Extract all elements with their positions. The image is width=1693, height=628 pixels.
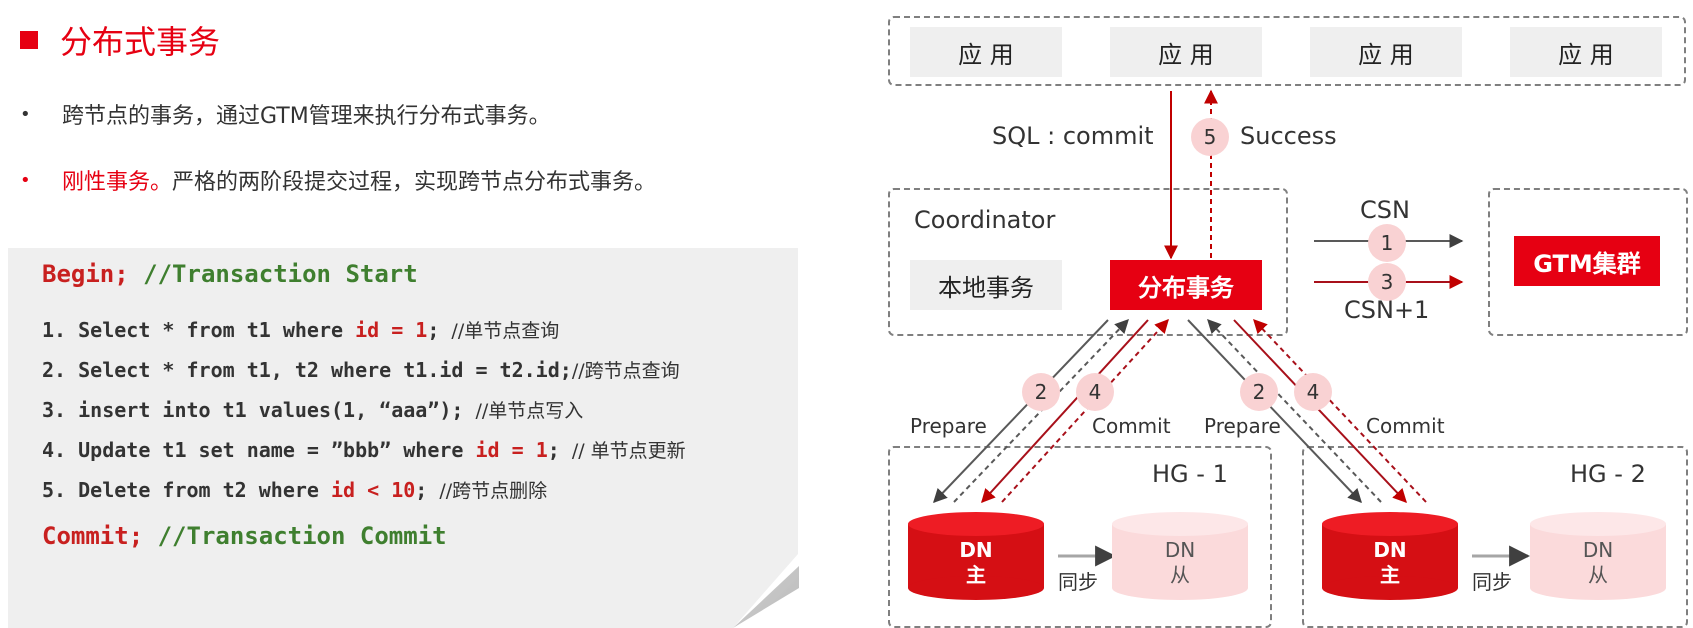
commit-ack-hg2	[1253, 318, 1427, 503]
bullet-highlight: 刚性事务。	[62, 170, 173, 195]
code-line-2: 2. Select * from t1, t2 where t1.id = t2…	[42, 358, 680, 382]
step-2-badge-hg1: 2	[1022, 373, 1060, 411]
app-box-2: 应 用	[1110, 27, 1262, 77]
commit-label-hg1: Commit	[1092, 414, 1171, 438]
title-marker-icon	[20, 31, 38, 49]
step-1-badge: 1	[1368, 224, 1406, 262]
success-label: Success	[1240, 122, 1337, 150]
hg1-label: HG - 1	[1152, 460, 1228, 488]
local-tx-box: 本地事务	[910, 260, 1062, 310]
commit-label-hg2: Commit	[1366, 414, 1445, 438]
prepare-ack-hg2	[1207, 318, 1382, 503]
page-title: 分布式事务	[60, 23, 221, 61]
prepare-arrow-hg1	[933, 319, 1109, 504]
sync-label-hg1: 同步	[1058, 570, 1098, 594]
app-box-3: 应 用	[1310, 27, 1462, 77]
bullet-text: 跨节点的事务，通过GTM管理来执行分布式事务。	[62, 104, 551, 129]
prepare-label-hg1: Prepare	[910, 414, 987, 438]
coordinator-label: Coordinator	[914, 206, 1056, 234]
step-4-badge-hg2: 4	[1294, 373, 1332, 411]
sync-label-hg2: 同步	[1472, 570, 1512, 594]
bullet-dot-icon: •	[20, 103, 31, 125]
prepare-arrow-hg2	[1187, 319, 1362, 504]
bullet-dot-icon: •	[20, 169, 31, 191]
code-card: Begin; //Transaction Start 1. Select * f…	[8, 248, 798, 628]
gtm-frame	[1488, 188, 1688, 336]
commit-arrow-hg2	[1233, 319, 1407, 504]
bullet-gtm: • 跨节点的事务，通过GTM管理来执行分布式事务。	[20, 98, 551, 130]
bullet-2pc: • 刚性事务。 严格的两阶段提交过程，实现跨节点分布式事务。	[20, 164, 656, 196]
bullet-text: 严格的两阶段提交过程，实现跨节点分布式事务。	[172, 170, 657, 195]
prepare-label-hg2: Prepare	[1204, 414, 1281, 438]
gtm-box: GTM集群	[1514, 236, 1660, 286]
step-4-badge-hg1: 4	[1076, 373, 1114, 411]
coordinator-frame	[888, 188, 1288, 336]
hg2-frame	[1302, 446, 1688, 628]
code-line-4: 4. Update t1 set name = ”bbb” where id =…	[42, 438, 686, 462]
app-box-4: 应 用	[1510, 27, 1662, 77]
app-box-1: 应 用	[910, 27, 1062, 77]
prepare-ack-hg1	[953, 318, 1129, 503]
commit-arrow-hg1	[981, 319, 1149, 504]
dist-tx-box: 分布事务	[1110, 260, 1262, 310]
hg2-label: HG - 2	[1570, 460, 1646, 488]
sql-commit-label: SQL : commit	[992, 122, 1154, 150]
step-5-badge: 5	[1191, 118, 1229, 156]
csn-label: CSN	[1360, 196, 1410, 224]
app-layer-frame	[888, 16, 1686, 86]
hg1-frame	[888, 446, 1272, 628]
step-3-badge: 3	[1368, 263, 1406, 301]
commit-ack-hg1	[1001, 318, 1169, 503]
code-line-5: 5. Delete from t2 where id < 10; //跨节点删除	[42, 478, 548, 502]
code-commit: Commit; //Transaction Commit	[42, 522, 447, 550]
code-line-3: 3. insert into t1 values(1, “aaa”); //单节…	[42, 398, 584, 422]
code-line-1: 1. Select * from t1 where id = 1; //单节点查…	[42, 318, 560, 342]
step-2-badge-hg2: 2	[1240, 373, 1278, 411]
code-begin: Begin; //Transaction Start	[42, 260, 418, 288]
title-row: 分布式事务	[20, 18, 220, 62]
